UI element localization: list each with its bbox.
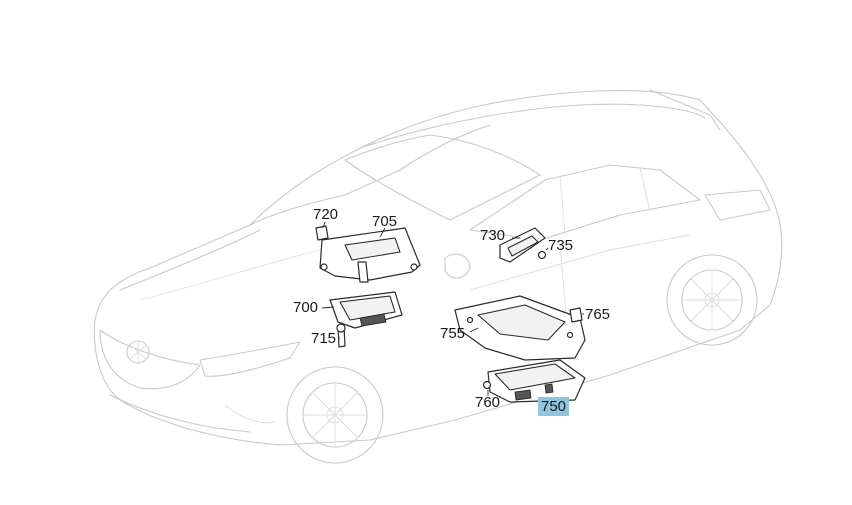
part-705-bracket — [319, 227, 421, 283]
part-760-nut — [482, 380, 492, 390]
car-body — [93, 89, 783, 464]
part-715-bolt — [336, 323, 346, 348]
callout-765: 765 — [585, 306, 611, 323]
callout-720: 720 — [313, 206, 339, 223]
callout-730: 730 — [480, 227, 506, 244]
part-755-bracket-plate — [454, 295, 586, 361]
part-700-control-unit — [329, 291, 403, 329]
callout-750: 750 — [538, 397, 570, 416]
part-730-module — [499, 227, 546, 263]
part-765-nut — [569, 307, 583, 323]
callout-705: 705 — [372, 213, 398, 230]
callout-715: 715 — [311, 330, 337, 347]
callout-735: 735 — [548, 237, 574, 254]
part-750-control-unit — [487, 359, 586, 403]
callout-760: 760 — [475, 394, 501, 411]
part-720-nut — [315, 225, 329, 241]
callout-755: 755 — [440, 325, 466, 342]
part-735-screw — [537, 250, 547, 260]
callout-700: 700 — [293, 299, 319, 316]
